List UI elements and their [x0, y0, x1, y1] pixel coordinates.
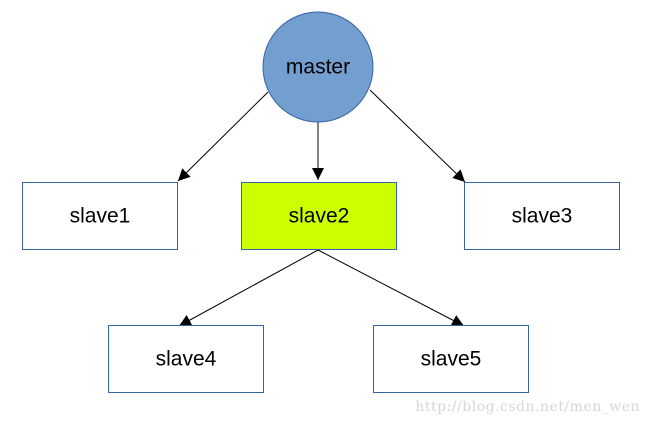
slave4-label: slave4 — [156, 348, 217, 371]
slave2-label: slave2 — [289, 205, 350, 228]
master-circle — [262, 11, 374, 123]
master-label: master — [286, 56, 350, 79]
node-slave4: slave4 — [108, 325, 264, 393]
edge-slave2-slave4 — [178, 249, 319, 327]
watermark-text: http://blog.csdn.net/men_wen — [415, 399, 640, 415]
edge-master-slave1 — [177, 91, 269, 182]
node-master: master — [262, 11, 374, 123]
node-slave1: slave1 — [22, 182, 178, 250]
edge-slave2-slave5 — [317, 249, 465, 327]
edge-master-slave3 — [369, 89, 466, 183]
node-slave5: slave5 — [373, 325, 529, 393]
slave4-box — [108, 325, 264, 393]
edges — [177, 89, 466, 327]
node-slave2: slave2 — [241, 182, 397, 250]
slave5-box — [373, 325, 529, 393]
slave2-box — [241, 182, 397, 250]
slave3-box — [464, 182, 620, 250]
slave3-label: slave3 — [512, 205, 573, 228]
slave5-label: slave5 — [421, 348, 482, 371]
node-slave3: slave3 — [464, 182, 620, 250]
slave1-label: slave1 — [70, 205, 131, 228]
slave1-box — [22, 182, 178, 250]
